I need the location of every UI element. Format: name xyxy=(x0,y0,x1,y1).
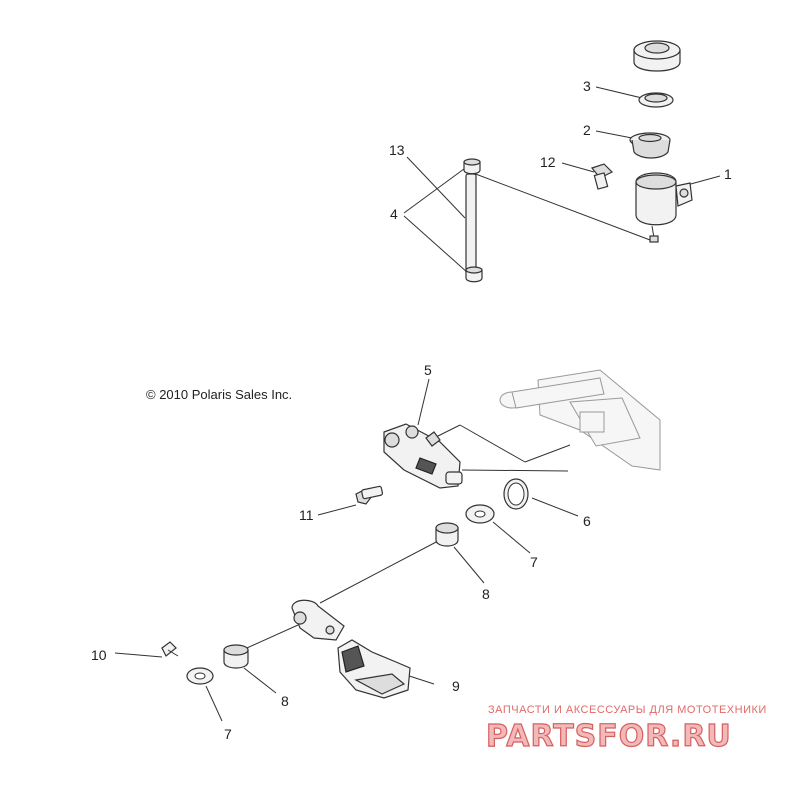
callout-3: 3 xyxy=(583,78,591,94)
retaining-ring xyxy=(503,478,529,510)
callout-1: 1 xyxy=(724,166,732,182)
callout-11: 11 xyxy=(299,507,314,523)
callout-8-upper: 8 xyxy=(482,586,490,602)
callout-7-upper: 7 xyxy=(530,554,538,570)
brake-pedal xyxy=(291,599,411,699)
watermark-brand: PARTSFOR.RU xyxy=(486,719,732,754)
master-cylinder xyxy=(383,423,463,489)
callout-labels: 1 2 3 4 5 6 7 7 8 8 9 10 11 12 13 xyxy=(91,78,732,742)
callout-9: 9 xyxy=(452,678,460,694)
callout-13: 13 xyxy=(389,142,405,158)
frame-section xyxy=(499,369,661,471)
callout-2: 2 xyxy=(583,122,591,138)
bolt-12 xyxy=(590,163,614,190)
pushrod xyxy=(465,173,477,275)
callout-6: 6 xyxy=(583,513,591,529)
callout-8-lower: 8 xyxy=(281,693,289,709)
callout-10: 10 xyxy=(91,647,107,663)
watermark: ЗАПЧАСТИ И АКСЕССУАРЫ ДЛЯ МОТОТЕХНИКИ PA… xyxy=(485,704,767,755)
callout-4: 4 xyxy=(390,206,398,222)
watermark-tagline: ЗАПЧАСТИ И АКСЕССУАРЫ ДЛЯ МОТОТЕХНИКИ xyxy=(488,704,767,716)
diaphragm xyxy=(629,132,671,159)
master-cylinder-body xyxy=(635,172,693,243)
flange-bushing-lower xyxy=(223,644,249,669)
bushing-lower xyxy=(465,266,483,283)
washer-lower xyxy=(186,667,214,685)
diaphragm-plate xyxy=(638,92,674,108)
flange-bushing-upper xyxy=(435,522,459,547)
washer-upper xyxy=(465,504,495,524)
callout-12: 12 xyxy=(540,154,556,170)
cotter-pin xyxy=(161,641,179,657)
reservoir-cap xyxy=(633,40,681,72)
callout-5: 5 xyxy=(424,362,432,378)
copyright-text: © 2010 Polaris Sales Inc. xyxy=(146,387,292,402)
callout-7-lower: 7 xyxy=(224,726,232,742)
bolt-11 xyxy=(355,485,384,505)
leader-lines xyxy=(114,86,721,722)
bushing-upper xyxy=(463,158,481,175)
